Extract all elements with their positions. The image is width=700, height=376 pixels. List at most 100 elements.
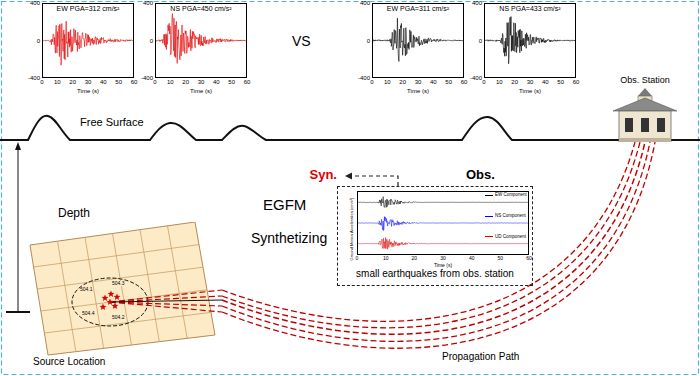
seismogram-trace (485, 17, 575, 64)
propagation-path (222, 142, 645, 334)
legend-text: UD Component (495, 235, 526, 240)
tick-label: 10 (167, 79, 174, 85)
tick-label: 0 (370, 79, 373, 85)
grid-line (34, 245, 199, 267)
event-star (112, 302, 119, 309)
method-label: EGFM (263, 197, 306, 212)
method-label: Synthetizing (251, 231, 327, 245)
path-label: Propagation Path (442, 352, 519, 362)
station-svg (608, 76, 682, 142)
grid-line (168, 226, 188, 339)
obs-station: Obs. Station (608, 76, 682, 142)
connector-line (351, 176, 398, 186)
legend-line (485, 236, 493, 237)
tick-label: 0 (367, 38, 370, 44)
waveform-plot: EW PGA=311 cm/s²Time (s) (372, 3, 464, 78)
tick-label: 40 (469, 256, 475, 261)
base (619, 138, 671, 142)
source-svg (25, 222, 222, 370)
plot-title: EW PGA=311 cm/s² (386, 5, 450, 12)
plot-title: NS PGA=450 cm/s² (169, 5, 232, 12)
synthetic-group: Syn.EW PGA=312 cm/s²Time (s)NS PGA=450 c… (20, 0, 345, 186)
grid-line (140, 230, 159, 342)
axis-title: Time (s) (434, 263, 452, 268)
axis-title: Time (s) (77, 88, 99, 94)
tick-label: -400 (470, 75, 482, 81)
tick-label: 0 (482, 79, 485, 85)
station-label: Obs. Station (620, 76, 670, 85)
component-svg (358, 192, 530, 256)
tick-label: 50 (445, 79, 452, 85)
tick-label: 40 (542, 79, 549, 85)
tick-label: 60 (461, 79, 468, 85)
component-plot: Ground Motion Acceleration (cm/s²)Time (… (357, 191, 529, 255)
source-label: Source Location (33, 357, 105, 367)
legend-sample (485, 193, 494, 198)
tick-label: 50 (557, 79, 564, 85)
tick-label: 10 (383, 256, 389, 261)
window (641, 118, 649, 132)
tick-label: 60 (526, 256, 532, 261)
legend-entry: UD Component (485, 234, 526, 239)
tick-label: 400 (360, 0, 370, 6)
ray-path (222, 142, 635, 321)
tick-label: 0 (356, 256, 359, 261)
ray-path (222, 142, 650, 341)
tick-label: 400 (30, 0, 40, 6)
window (657, 118, 665, 132)
component-trace (358, 217, 528, 231)
tick-label: 20 (399, 79, 406, 85)
legend-line (485, 216, 493, 217)
ray-path (222, 142, 640, 328)
tick-label: 30 (85, 79, 92, 85)
tick-label: 60 (131, 79, 138, 85)
tick-label: 30 (198, 79, 205, 85)
tick-label: 400 (472, 0, 482, 6)
tick-label: 400 (143, 0, 153, 6)
tick-label: 30 (527, 79, 534, 85)
tick-label: 20 (511, 79, 518, 85)
event-star (107, 298, 114, 305)
arrowhead (345, 173, 352, 180)
event-star (100, 303, 107, 310)
tick-label: 10 (54, 79, 61, 85)
tick-label: 0 (40, 79, 43, 85)
legend-text: NS Component (495, 214, 526, 219)
source-grid: Source Location (25, 222, 222, 370)
waveform-plot: NS PGA=433 cm/s²Time (s) (484, 3, 576, 78)
building-wall (619, 111, 671, 142)
connector-line (222, 142, 645, 334)
grid-line (37, 267, 203, 289)
component-band (358, 217, 528, 231)
tick-label: -400 (28, 75, 40, 81)
tick-label: 0 (37, 38, 40, 44)
ray-path (110, 290, 222, 302)
tick-label: 0 (150, 38, 153, 44)
grid-line (113, 234, 132, 346)
axis-title: Time (s) (190, 88, 212, 94)
tick-label: 60 (573, 79, 580, 85)
event-star (102, 294, 109, 301)
tick-label: 30 (415, 79, 422, 85)
roof-top (638, 88, 652, 96)
waveform-plot: NS PGA=450 cm/s²Time (s) (155, 3, 247, 78)
ray-path (110, 302, 222, 306)
syn-label: Syn. (310, 168, 337, 181)
synthesis-arrow (345, 173, 398, 187)
legend-sample (485, 214, 494, 219)
box-caption: small earthquakes from obs. station (356, 269, 514, 279)
callout-number: 504.3 (112, 281, 125, 286)
depth-axis (18, 146, 19, 312)
axis-title: Ground Motion Acceleration (cm/s²) (350, 198, 354, 261)
callout-number: 504.2 (112, 315, 125, 320)
tick-label: 30 (440, 256, 446, 261)
tick-label: 50 (115, 79, 122, 85)
seismogram-trace (373, 18, 463, 61)
seismogram-trace (43, 21, 133, 65)
tick-label: 40 (213, 79, 220, 85)
ray-path (110, 300, 222, 302)
tick-label: 60 (244, 79, 251, 85)
tick-label: 50 (228, 79, 235, 85)
component-band (358, 197, 528, 208)
depth-label: Depth (58, 207, 90, 219)
